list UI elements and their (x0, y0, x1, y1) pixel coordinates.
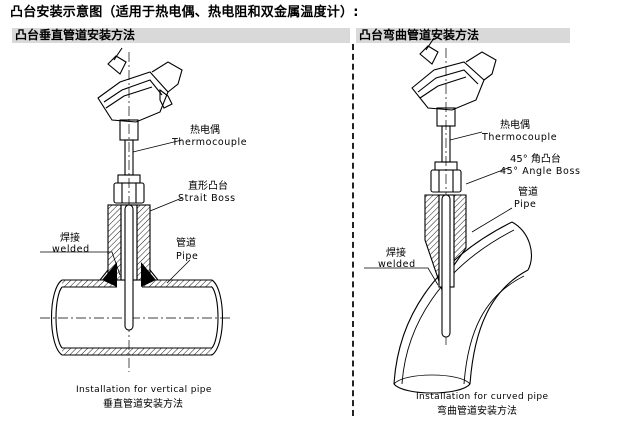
right-pipe-en: Pipe (514, 199, 536, 210)
junction-head (97, 47, 183, 141)
left-section-header: 凸台垂直管道安装方法 (12, 28, 350, 43)
vertical-pipe-diagram (40, 47, 232, 372)
curved-pipe-diagram (364, 37, 532, 394)
thermowell-probe (441, 194, 451, 338)
straight-pipe (50, 279, 224, 356)
right-boss-en: 45° Angle Boss (500, 166, 581, 177)
right-thermocouple-cn: 热电偶 (500, 118, 530, 131)
left-thermocouple-cn: 热电偶 (190, 123, 220, 136)
left-thermocouple-en: Thermocouple (171, 137, 247, 148)
right-boss-cn: 45° 角凸台 (510, 152, 561, 165)
left-caption-en: Installation for vertical pipe (76, 385, 212, 395)
left-welded-en: welded (52, 244, 90, 255)
section-divider (352, 44, 354, 416)
right-welded-en: welded (378, 259, 416, 270)
page-title: 凸台安装示意图（适用于热电偶、热电阻和双金属温度计）: (10, 5, 359, 20)
left-boss-en: Strait Boss (178, 193, 236, 204)
right-caption-en: Installation for curved pipe (416, 392, 548, 402)
left-pipe-en: Pipe (176, 251, 198, 262)
left-caption-cn: 垂直管道安装方法 (103, 397, 183, 410)
left-boss-cn: 直形凸台 (188, 179, 228, 192)
curved-pipe (393, 221, 532, 394)
junction-head (411, 37, 497, 127)
right-thermocouple-en: Thermocouple (481, 132, 557, 143)
left-pipe-cn: 管道 (176, 236, 196, 249)
right-caption-cn: 弯曲管道安装方法 (437, 404, 517, 417)
left-welded-cn: 焊接 (60, 231, 80, 244)
right-section-header: 凸台弯曲管道安装方法 (356, 28, 570, 43)
right-welded-cn: 焊接 (386, 246, 406, 259)
right-pipe-cn: 管道 (518, 185, 538, 198)
thermowell-probe (124, 204, 134, 331)
